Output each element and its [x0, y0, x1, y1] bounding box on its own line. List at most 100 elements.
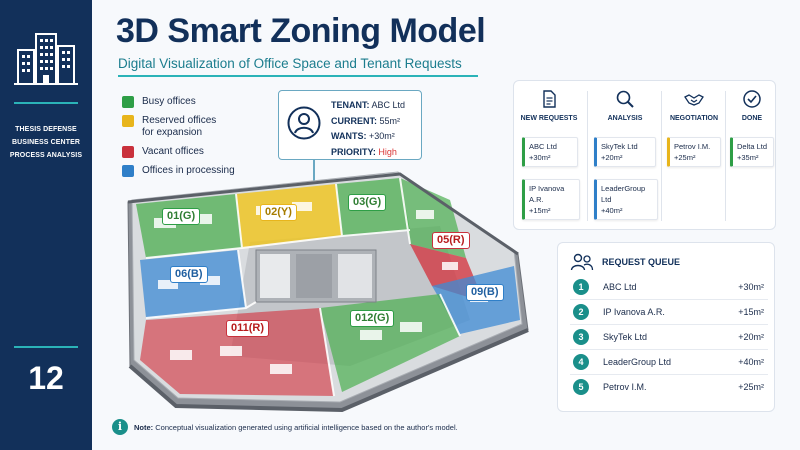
- request-card-area: +30m²: [529, 153, 551, 162]
- sidebar-line-1: THESIS DEFENSE: [15, 126, 77, 133]
- legend-label: Reserved offices for expansion: [142, 115, 217, 138]
- checkmark-circle-icon: [743, 90, 761, 108]
- queue-rank-badge: 1: [573, 279, 589, 295]
- queue-area: +40m²: [738, 357, 764, 367]
- zone-label-09[interactable]: 09(B): [466, 284, 504, 301]
- legend-item-reserved: Reserved offices for expansion: [122, 115, 272, 139]
- office-building-icon: [14, 33, 78, 85]
- user-avatar-icon: [287, 106, 321, 140]
- queue-area: +15m²: [738, 307, 764, 317]
- queue-rank-badge: 2: [573, 304, 589, 320]
- zone-01-area: [136, 194, 242, 258]
- request-queue-panel: REQUEST QUEUE 1 ABC Ltd +30m² 2 IP Ivano…: [557, 242, 775, 412]
- document-icon: [543, 90, 556, 108]
- workflow-column-title: NEGOTIATION: [669, 115, 719, 122]
- workflow-column-title: DONE: [741, 115, 763, 122]
- request-card-area: +40m²: [601, 206, 623, 215]
- legend-item-vacant: Vacant offices: [122, 146, 272, 158]
- zone-label-02[interactable]: 02(Y): [260, 204, 297, 221]
- legend-item-processing: Offices in processing: [122, 165, 272, 177]
- zone-label-05[interactable]: 05(R): [432, 232, 470, 249]
- priority-value: High: [378, 146, 397, 157]
- workflow-column-title: ANALYSIS: [607, 115, 643, 122]
- current-value: 55m²: [379, 115, 401, 126]
- legend-swatch-processing: [122, 165, 134, 177]
- request-card-name: ABC Ltd: [529, 142, 557, 151]
- workflow-column-done: DONE Delta Ltd +35m²: [727, 81, 777, 231]
- workflow-column-new-requests: NEW REQUESTS ABC Ltd +30m² IP Ivanova A.…: [514, 81, 584, 231]
- queue-rank-badge: 4: [573, 354, 589, 370]
- request-card[interactable]: ABC Ltd +30m²: [522, 137, 578, 167]
- floor-plan: 01(G) 02(Y) 03(G) 05(R) 06(B) 09(B) 011(…: [110, 170, 540, 415]
- legend-swatch-vacant: [122, 146, 134, 158]
- people-group-icon: [570, 253, 594, 271]
- request-card-name: Petrov I.M.: [674, 142, 711, 151]
- request-card-area: +20m²: [601, 153, 623, 162]
- legend-label: Busy offices: [142, 96, 196, 107]
- workflow-column-negotiation: NEGOTIATION Petrov I.M. +25m²: [663, 81, 725, 231]
- queue-row[interactable]: 5 Petrov I.M. +25m²: [570, 375, 768, 400]
- sidebar-line-3: PROCESS ANALYSIS: [9, 152, 83, 159]
- legend-swatch-reserved: [122, 115, 134, 127]
- current-label: CURRENT:: [331, 115, 377, 126]
- request-card[interactable]: SkyTek Ltd +20m²: [594, 137, 656, 167]
- tenant-label: TENANT:: [331, 100, 370, 110]
- queue-row[interactable]: 2 IP Ivanova A.R. +15m²: [570, 300, 768, 325]
- zone-label-03[interactable]: 03(G): [348, 194, 387, 211]
- request-card[interactable]: Petrov I.M. +25m²: [667, 137, 721, 167]
- queue-area: +25m²: [738, 382, 764, 392]
- sidebar-line-2: BUSINESS CENTER: [11, 139, 80, 146]
- legend-swatch-busy: [122, 96, 134, 108]
- zone-label-06[interactable]: 06(B): [170, 266, 208, 283]
- queue-tenant-name: Petrov I.M.: [603, 382, 647, 392]
- workflow-panel: NEW REQUESTS ABC Ltd +30m² IP Ivanova A.…: [513, 80, 776, 230]
- slide-number: 12: [28, 360, 64, 396]
- legend: Busy offices Reserved offices for expans…: [122, 96, 272, 184]
- page-subtitle: Digital Visualization of Office Space an…: [118, 56, 462, 71]
- request-card[interactable]: IP Ivanova A.R. +15m²: [522, 179, 580, 220]
- queue-tenant-name: IP Ivanova A.R.: [603, 307, 665, 317]
- footnote-label: Note:: [134, 422, 154, 432]
- magnifier-icon: [616, 90, 634, 108]
- zone-label-011[interactable]: 011(R): [226, 320, 270, 337]
- request-card-area: +25m²: [674, 153, 696, 162]
- request-card-name: SkyTek Ltd: [601, 142, 638, 151]
- request-card-name: LeaderGroup Ltd: [601, 184, 646, 204]
- sidebar-divider-bottom: [14, 346, 78, 348]
- workflow-divider: [587, 91, 588, 221]
- workflow-divider: [725, 91, 726, 221]
- request-card[interactable]: LeaderGroup Ltd +40m²: [594, 179, 658, 220]
- tenant-value: ABC Ltd: [371, 100, 406, 110]
- workflow-column-analysis: ANALYSIS SkyTek Ltd +20m² LeaderGroup Lt…: [590, 81, 660, 231]
- queue-tenant-name: LeaderGroup Ltd: [603, 357, 672, 367]
- footnote-body: Conceptual visualization generated using…: [155, 422, 458, 432]
- legend-item-busy: Busy offices: [122, 96, 272, 108]
- footnote: i Note: Conceptual visualization generat…: [112, 418, 458, 436]
- sidebar-divider-top: [14, 102, 78, 104]
- wants-value: +30m²: [369, 131, 395, 141]
- request-card-name: Delta Ltd: [737, 142, 768, 151]
- workflow-divider: [661, 91, 662, 221]
- queue-title: REQUEST QUEUE: [602, 257, 681, 267]
- tenant-details: TENANT: ABC Ltd CURRENT: 55m² WANTS: +30…: [331, 98, 405, 160]
- queue-tenant-name: ABC Ltd: [603, 282, 637, 292]
- zone-label-012[interactable]: 012(G): [350, 310, 395, 327]
- request-card-area: +35m²: [737, 153, 759, 162]
- tenant-card[interactable]: TENANT: ABC Ltd CURRENT: 55m² WANTS: +30…: [278, 90, 422, 160]
- page-title: 3D Smart Zoning Model: [116, 12, 486, 50]
- queue-row[interactable]: 3 SkyTek Ltd +20m²: [570, 325, 768, 350]
- request-card-area: +15m²: [529, 206, 551, 215]
- legend-label: Vacant offices: [142, 146, 204, 157]
- queue-area: +30m²: [738, 282, 764, 292]
- legend-label: Offices in processing: [142, 165, 235, 176]
- workflow-column-title: NEW REQUESTS: [520, 115, 578, 122]
- request-card[interactable]: Delta Ltd +35m²: [730, 137, 774, 167]
- queue-row[interactable]: 4 LeaderGroup Ltd +40m²: [570, 350, 768, 375]
- zone-06-area: [140, 250, 246, 318]
- queue-row[interactable]: 1 ABC Ltd +30m²: [570, 275, 768, 300]
- request-card-name: IP Ivanova A.R.: [529, 184, 565, 204]
- queue-area: +20m²: [738, 332, 764, 342]
- zone-label-01[interactable]: 01(G): [162, 208, 201, 225]
- tenant-callout-line: [313, 160, 315, 188]
